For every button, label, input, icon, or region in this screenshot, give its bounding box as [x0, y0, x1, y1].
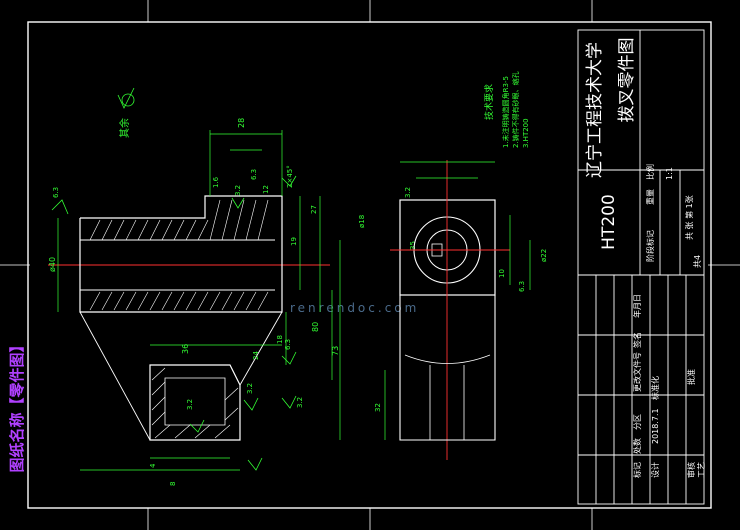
dim-18-hole: ø18 [358, 215, 366, 228]
weight-label: 重量 [645, 189, 655, 205]
roughness-value: 3.2 [186, 399, 194, 410]
header-zone: 分区 [633, 414, 642, 430]
title-block-text: 辽宁工程技术大学 拨叉零件图 HT200 阶段标记 重量 比例 1:1 共 张 … [585, 38, 706, 479]
dimension-lines [57, 130, 341, 471]
design-row: 设计 [650, 462, 660, 478]
tech-item-2: 2.铸件不得有砂眼、缩孔 [511, 71, 520, 148]
dim-22: ø22 [540, 249, 548, 262]
watermark-url: renrendoc.com [290, 301, 419, 315]
roughness-value: 3.2 [246, 383, 254, 394]
roughness-value: 3.2 [404, 187, 412, 198]
dim-4: 4 [149, 463, 157, 468]
scale-value: 1:1 [665, 167, 674, 180]
dim-1-6: 1.6 [212, 176, 220, 188]
dim-28: 28 [237, 118, 246, 128]
roughness-values: 6.3 3.2 3.2 6.3 3.2 6.3 6.3 3.2 3.2 [52, 169, 526, 410]
roughness-value: 6.3 [518, 281, 526, 292]
sheet-corner-marks [147, 0, 593, 530]
sheet-info: 共 张 第 1张 [684, 195, 694, 240]
dim-40: ø40 [48, 257, 57, 272]
dim-12: 12 [262, 185, 270, 194]
front-section-view [48, 195, 330, 441]
roughness-symbols [51, 87, 297, 471]
roughness-value: 6.3 [52, 187, 60, 198]
tech-item-1: 1.未注明铸造圆角R3-5 [501, 76, 510, 148]
dim-73: 73 [331, 346, 340, 356]
header-count: 处数 [632, 438, 642, 454]
dim-18: 18 [276, 335, 284, 344]
tech-heading: 技术要求 [483, 84, 495, 120]
header-marks: 标记 [632, 462, 642, 478]
standardize-row: 标准化 [650, 376, 660, 400]
dim-36: 36 [181, 344, 190, 354]
rest-label: 其余 [118, 118, 131, 138]
stage-label: 阶段标记 [645, 230, 655, 262]
approval-row: 批准 [686, 369, 696, 385]
roughness-value: 6.3 [284, 339, 292, 350]
tech-item-3: 3.HT200 [522, 118, 530, 148]
title-block [577, 29, 705, 505]
dim-80: 80 [311, 322, 320, 332]
dim-8: 8 [169, 482, 177, 486]
technical-requirements: 技术要求 1.未注明铸造圆角R3-5 2.铸件不得有砂眼、缩孔 3.HT200 [483, 71, 530, 148]
roughness-value: 6.3 [250, 169, 258, 180]
sheet-info-alt: 共4 [693, 255, 702, 268]
dim-2x45: 2×45° [286, 165, 294, 188]
dim-27: 27 [310, 205, 318, 214]
review-row: 审核 [686, 462, 696, 478]
roughness-value: 3.2 [296, 397, 304, 408]
dim-24: 24 [252, 351, 260, 360]
material-label: HT200 [599, 194, 619, 250]
dim-35: 35 [409, 241, 417, 250]
dim-32: 32 [374, 403, 382, 412]
dim-10: 10 [498, 269, 506, 278]
dim-19: 19 [290, 237, 298, 246]
scale-label: 比例 [645, 164, 655, 180]
header-date: 年月日 [632, 294, 642, 318]
university-name: 辽宁工程技术大学 [585, 42, 605, 178]
dimension-texts: 28 1.6 12 2×45° 27 19 ø40 80 73 36 24 18… [48, 118, 548, 486]
date-value: 2018.7.1 [651, 408, 660, 444]
header-sign: 签名 [632, 332, 642, 348]
drawing-name: 拨叉零件图 [617, 38, 637, 123]
side-view [384, 160, 531, 460]
roughness-value: 3.2 [234, 185, 242, 196]
side-caption: 图纸名称【零件图】 [8, 337, 26, 472]
header-doc: 更改文件号 [632, 352, 642, 392]
craft-row: 工艺 [697, 462, 706, 478]
